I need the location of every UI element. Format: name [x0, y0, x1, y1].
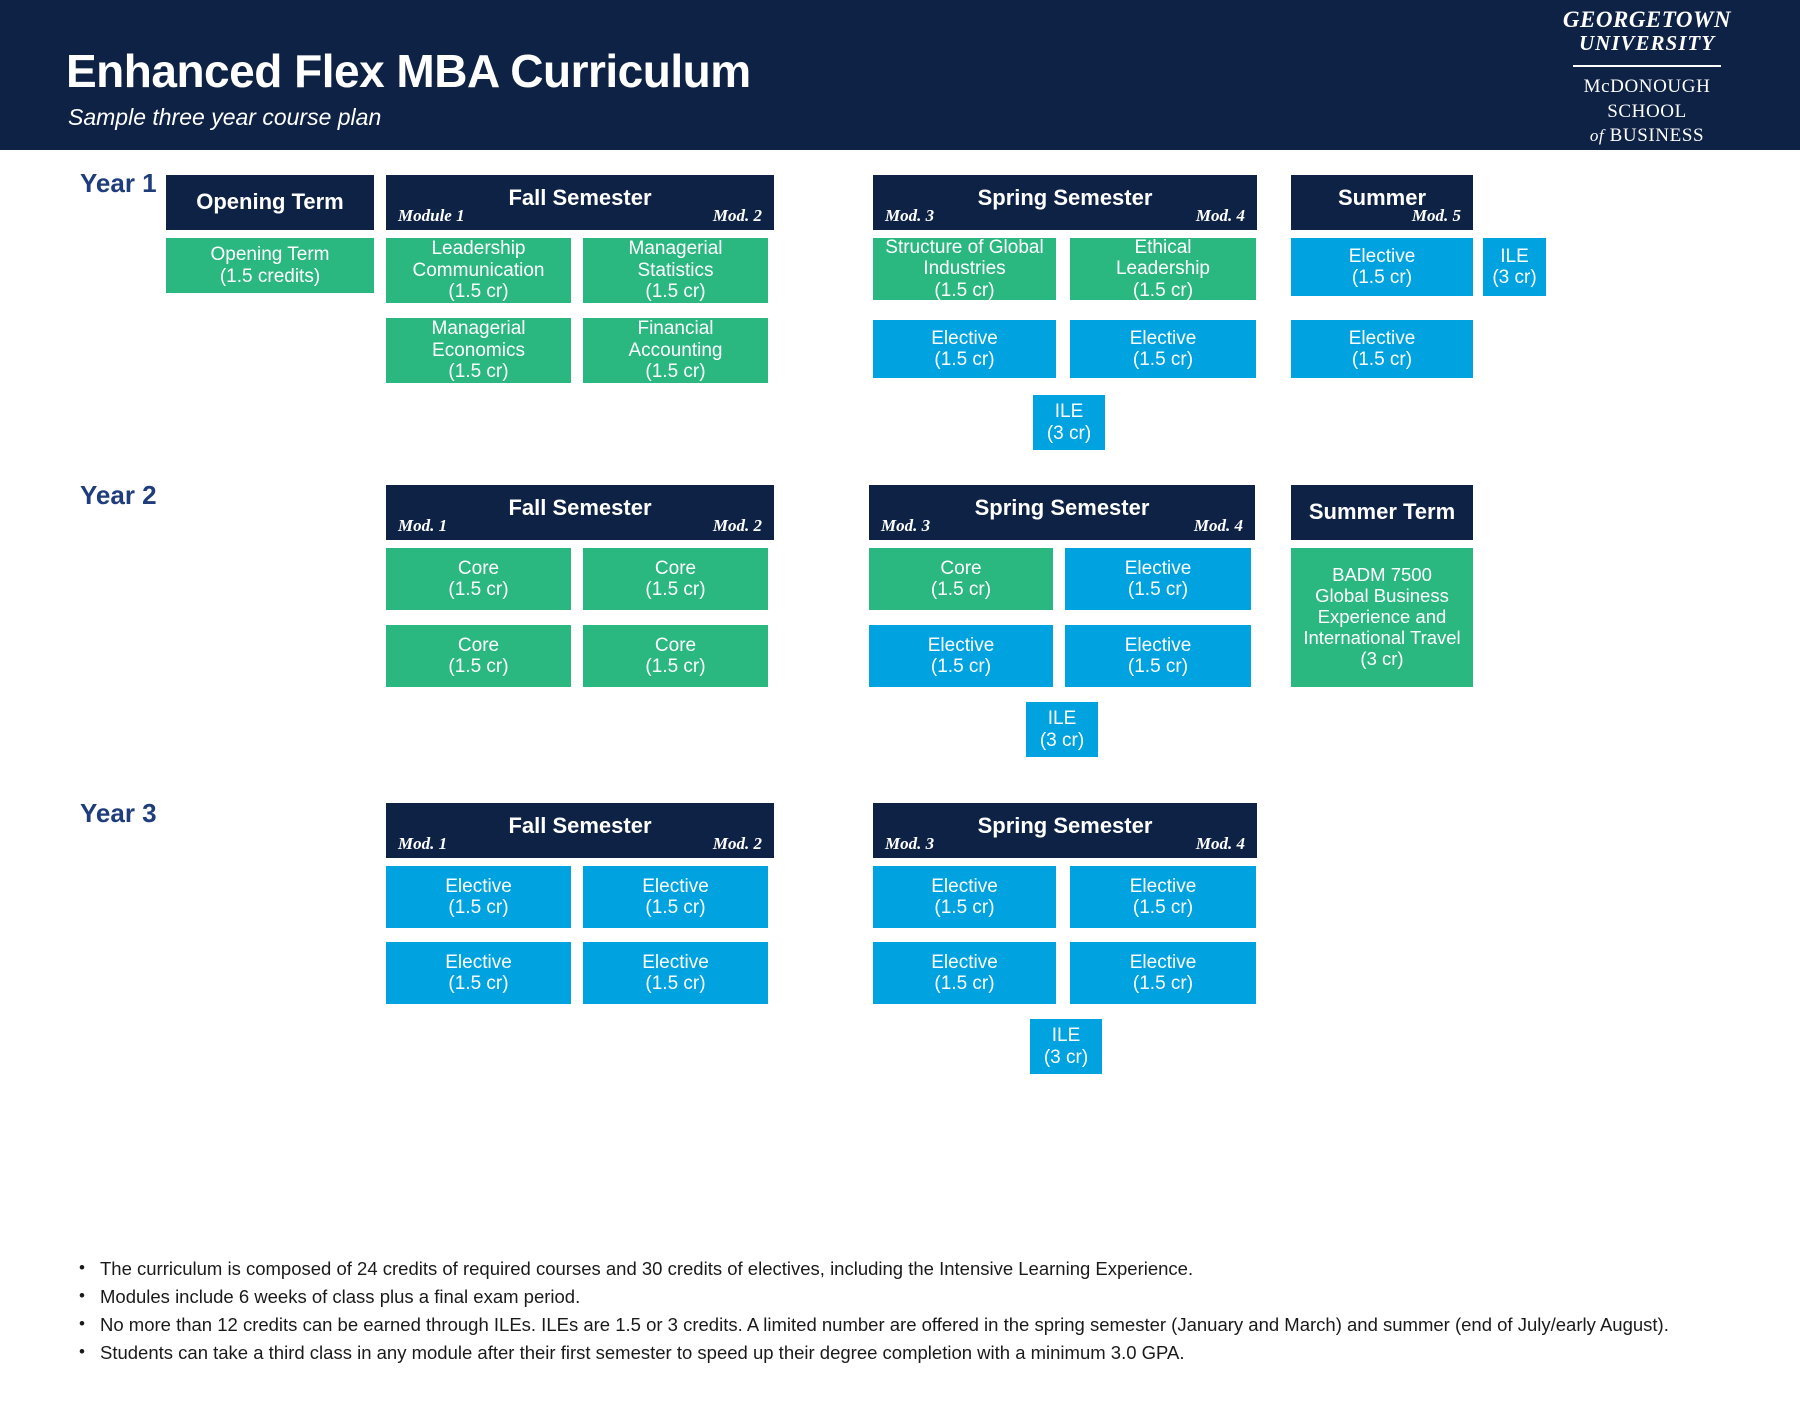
course-y2-fall-m1-core-2[interactable]: Core (1.5 cr) [386, 625, 571, 687]
course-y2-spring-m4-elective-2[interactable]: Elective (1.5 cr) [1065, 625, 1251, 687]
course-y2-fall-m2-core-2[interactable]: Core (1.5 cr) [583, 625, 768, 687]
course-y1-spring-m4-elective[interactable]: Elective (1.5 cr) [1070, 320, 1256, 378]
logo-line-university: UNIVERSITY [1578, 31, 1716, 55]
header-title-y2-summer: Summer Term [1308, 499, 1456, 524]
footnote-item: • No more than 12 credits can be earned … [64, 1311, 1764, 1339]
course-y3-spring-m4-elective-2[interactable]: Elective (1.5 cr) [1070, 942, 1256, 1004]
header-title-y1-fall: Fall Semester [508, 185, 652, 210]
course-y2-spring-m3-core[interactable]: Core (1.5 cr) [869, 548, 1053, 610]
year-label-1: Year 1 [80, 168, 157, 198]
header-module-right-y3-spring: Mod. 4 [1195, 834, 1245, 853]
course-y1-spring-m4-ethical-leadership[interactable]: Ethical Leadership (1.5 cr) [1070, 237, 1256, 301]
header-module-left-y2-spring: Mod. 3 [881, 516, 931, 535]
course-y3-spring-m4-elective-1[interactable]: Elective (1.5 cr) [1070, 866, 1256, 928]
footnote-item: • The curriculum is composed of 24 credi… [64, 1255, 1764, 1283]
logo-line-georgetown: GEORGETOWN [1562, 7, 1732, 32]
header-title-y1-opening: Opening Term [196, 189, 344, 214]
course-y1-summer-elective-2[interactable]: Elective (1.5 cr) [1291, 320, 1473, 378]
logo-line-school: SCHOOL [1607, 100, 1687, 122]
course-y1-summer-elective-1[interactable]: Elective (1.5 cr) [1291, 238, 1473, 296]
bullet-icon: • [79, 1286, 85, 1306]
header-module-right-y3-fall: Mod. 2 [712, 834, 762, 853]
course-y2-spring-ile[interactable]: ILE (3 cr) [1026, 702, 1098, 757]
header-module-left-y3-fall: Mod. 1 [398, 834, 448, 853]
footnote-text: Modules include 6 weeks of class plus a … [100, 1286, 581, 1308]
course-y1-spring-m3-structure-global-industries[interactable]: Structure of Global Industries (1.5 cr) [873, 237, 1056, 301]
footnote-text: Students can take a third class in any m… [100, 1342, 1185, 1364]
header-module-left-y1-fall: Module 1 [398, 206, 465, 225]
course-y1-fall-m2-financial-accounting[interactable]: Financial Accounting (1.5 cr) [583, 318, 768, 383]
header-module-left-y3-spring: Mod. 3 [885, 834, 935, 853]
course-y1-fall-m2-managerial-statistics[interactable]: Managerial Statistics (1.5 cr) [583, 238, 768, 303]
header-title-y3-spring: Spring Semester [977, 813, 1153, 838]
course-y2-spring-m4-elective-1[interactable]: Elective (1.5 cr) [1065, 548, 1251, 610]
footnotes-list: • The curriculum is composed of 24 credi… [64, 1255, 1764, 1367]
course-y2-fall-m2-core-1[interactable]: Core (1.5 cr) [583, 548, 768, 610]
page-subtitle: Sample three year course plan [68, 104, 382, 130]
course-y3-fall-m2-elective-1[interactable]: Elective (1.5 cr) [583, 866, 768, 928]
bullet-icon: • [79, 1258, 85, 1277]
header-y2-spring: Spring Semester Mod. 3 Mod. 4 [869, 485, 1255, 540]
curriculum-diagram: Year 1 Opening Term Opening Term (1.5 cr… [0, 150, 1800, 1425]
header-module-right-y2-spring: Mod. 4 [1193, 516, 1243, 535]
header-title-y1-spring: Spring Semester [977, 185, 1153, 210]
course-y3-spring-m3-elective-2[interactable]: Elective (1.5 cr) [873, 942, 1056, 1004]
course-y1-opening-term[interactable]: Opening Term (1.5 credits) [166, 238, 374, 293]
header-y1-fall: Fall Semester Module 1 Mod. 2 [386, 175, 774, 230]
course-y2-spring-m3-elective[interactable]: Elective (1.5 cr) [869, 625, 1053, 687]
header-y2-summer: Summer Term [1291, 485, 1473, 540]
header-module-right-y1-fall: Mod. 2 [712, 206, 762, 225]
header-title-y1-summer: Summer [1337, 185, 1427, 210]
header-module-right-y1-summer: Mod. 5 [1411, 206, 1461, 225]
bullet-icon: • [79, 1342, 85, 1362]
course-y2-fall-m1-core-1[interactable]: Core (1.5 cr) [386, 548, 571, 610]
header-y3-fall: Fall Semester Mod. 1 Mod. 2 [386, 803, 774, 858]
footnote-text: No more than 12 credits can be earned th… [100, 1314, 1669, 1336]
course-y1-spring-ile[interactable]: ILE (3 cr) [1033, 395, 1105, 450]
footnote-item: • Modules include 6 weeks of class plus … [64, 1283, 1764, 1311]
header-y1-opening-term: Opening Term [166, 175, 374, 230]
logo-word-business: BUSINESS [1609, 124, 1705, 146]
course-y1-fall-m1-leadership-communication[interactable]: Leadership Communication (1.5 cr) [386, 238, 571, 303]
course-y3-spring-m3-elective-1[interactable]: Elective (1.5 cr) [873, 866, 1056, 928]
year-label-2: Year 2 [80, 480, 157, 510]
course-y1-fall-m1-managerial-economics[interactable]: Managerial Economics (1.5 cr) [386, 318, 571, 383]
header-module-left-y1-spring: Mod. 3 [885, 206, 935, 225]
header-module-left-y2-fall: Mod. 1 [398, 516, 448, 535]
logo-divider [1573, 65, 1721, 68]
logo-line-mcdonough: McDONOUGH [1583, 76, 1711, 98]
header-title-y3-fall: Fall Semester [508, 813, 652, 838]
page-title: Enhanced Flex MBA Curriculum [66, 45, 751, 97]
course-y3-fall-m2-elective-2[interactable]: Elective (1.5 cr) [583, 942, 768, 1004]
footnote-item: • Students can take a third class in any… [64, 1339, 1764, 1367]
course-y3-fall-m1-elective-2[interactable]: Elective (1.5 cr) [386, 942, 571, 1004]
course-y3-fall-m1-elective-1[interactable]: Elective (1.5 cr) [386, 866, 571, 928]
bullet-icon: • [79, 1314, 85, 1334]
course-y1-spring-m3-elective[interactable]: Elective (1.5 cr) [873, 320, 1056, 378]
course-y3-spring-ile[interactable]: ILE (3 cr) [1030, 1019, 1102, 1074]
header-title-y2-fall: Fall Semester [508, 495, 652, 520]
georgetown-mcdonough-logo: GEORGETOWN UNIVERSITY McDONOUGH SCHOOL o… [1532, 8, 1762, 148]
header-module-right-y2-fall: Mod. 2 [712, 516, 762, 535]
header-y1-spring: Spring Semester Mod. 3 Mod. 4 [873, 175, 1257, 230]
course-y1-summer-ile[interactable]: ILE (3 cr) [1483, 238, 1546, 296]
header-title-y2-spring: Spring Semester [974, 495, 1150, 520]
logo-line-of-business: of BUSINESS [1532, 124, 1762, 148]
header-module-right-y1-spring: Mod. 4 [1195, 206, 1245, 225]
footnote-text: The curriculum is composed of 24 credits… [100, 1258, 1194, 1279]
page-header: Enhanced Flex MBA Curriculum Sample thre… [0, 0, 1800, 150]
logo-word-of: of [1589, 125, 1605, 145]
header-y2-fall: Fall Semester Mod. 1 Mod. 2 [386, 485, 774, 540]
year-label-3: Year 3 [80, 798, 157, 828]
course-y2-summer-badm-7500[interactable]: BADM 7500 Global Business Experience and… [1291, 548, 1473, 687]
header-y3-spring: Spring Semester Mod. 3 Mod. 4 [873, 803, 1257, 858]
header-y1-summer: Summer Mod. 5 [1291, 175, 1473, 230]
